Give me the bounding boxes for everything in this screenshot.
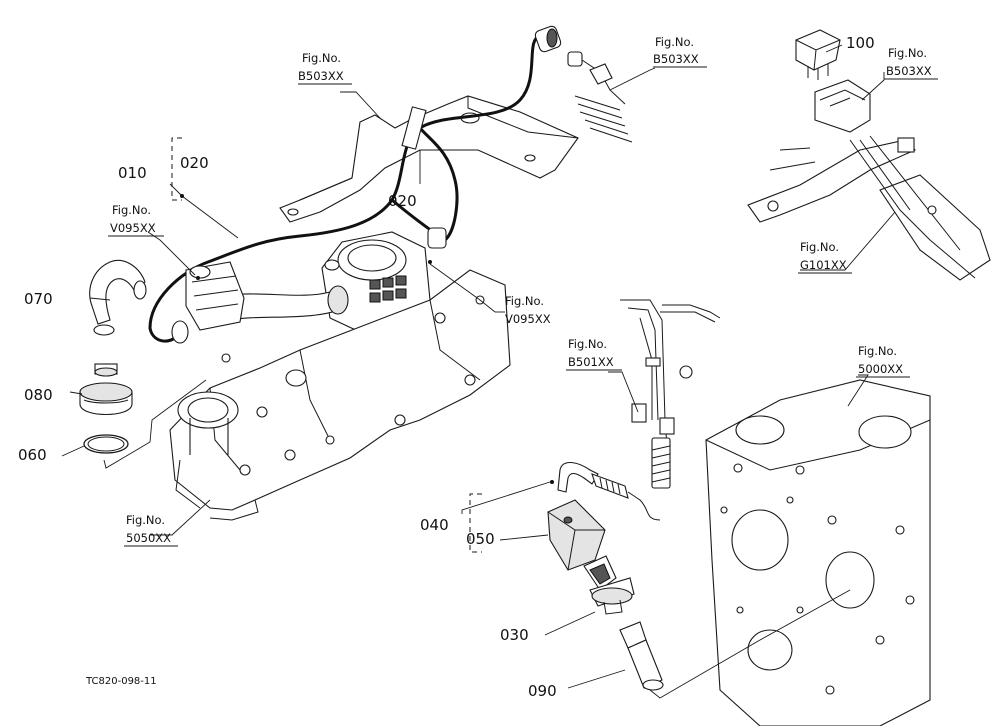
wire-harness [148, 25, 562, 344]
svg-text:Fig.No.: Fig.No. [126, 513, 165, 527]
figref-v095-center: Fig.No. V095XX [495, 294, 551, 326]
svg-text:B503XX: B503XX [886, 64, 932, 78]
callout-060: 060 [18, 446, 47, 464]
svg-text:B503XX: B503XX [653, 52, 699, 66]
o-ring-060 [83, 434, 129, 454]
figref-5000: Fig.No. 5000XX [856, 344, 910, 378]
gear-case [169, 269, 511, 521]
plug-080 [79, 363, 133, 415]
callout-020-center: 020 [388, 192, 417, 210]
svg-text:Fig.No.: Fig.No. [112, 203, 151, 217]
callout-020-left: 020 [180, 154, 209, 172]
callout-040: 040 [420, 516, 449, 534]
svg-text:Fig.No.: Fig.No. [302, 51, 341, 65]
connector-b503-mid [567, 51, 633, 143]
controller-unit [321, 231, 431, 333]
callout-030: 030 [500, 626, 529, 644]
relay-100 [795, 29, 841, 80]
callout-050: 050 [466, 530, 495, 548]
svg-text:Fig.No.: Fig.No. [800, 240, 839, 254]
figref-b503-top-mid: Fig.No. B503XX [653, 35, 707, 68]
sensor-030 [583, 555, 635, 615]
elbow-hose-070 [89, 260, 147, 336]
svg-text:Fig.No.: Fig.No. [655, 35, 694, 49]
svg-text:5050XX: 5050XX [126, 531, 171, 545]
svg-text:G101XX: G101XX [800, 258, 847, 272]
svg-text:Fig.No.: Fig.No. [888, 46, 927, 60]
bracket-010-020 [171, 137, 182, 201]
top-right-frame [747, 79, 991, 281]
drawing-code: TC820-098-11 [85, 676, 157, 687]
leader-lines [61, 44, 896, 699]
svg-text:V095XX: V095XX [110, 221, 156, 235]
figref-v095-left: Fig.No. V095XX [108, 203, 164, 237]
figref-g101: Fig.No. G101XX [798, 240, 852, 274]
callout-070: 070 [24, 290, 53, 308]
bracket-040-050 [469, 493, 482, 553]
svg-text:B501XX: B501XX [568, 355, 614, 369]
sensor-cable-050 [557, 461, 661, 521]
figref-b503-top-center: Fig.No. B503XX [298, 51, 352, 85]
svg-text:Fig.No.: Fig.No. [858, 344, 897, 358]
svg-text:B503XX: B503XX [298, 69, 344, 83]
harness-bracket [279, 95, 579, 223]
figref-5050: Fig.No. 5050XX [124, 513, 178, 547]
callout-010: 010 [118, 164, 147, 182]
callout-090: 090 [528, 682, 557, 700]
sensor-harness [620, 299, 721, 489]
engine-block [705, 379, 931, 726]
callout-080: 080 [24, 386, 53, 404]
callout-100: 100 [846, 34, 875, 52]
hose-assembly [185, 261, 349, 331]
svg-text:5000XX: 5000XX [858, 362, 903, 376]
svg-text:Fig.No.: Fig.No. [505, 294, 544, 308]
assembly-bracket-line [103, 379, 207, 469]
figref-b501: Fig.No. B501XX [566, 337, 622, 371]
svg-text:Fig.No.: Fig.No. [568, 337, 607, 351]
figref-b503-top-right: Fig.No. B503XX [884, 46, 938, 80]
svg-text:V095XX: V095XX [505, 312, 551, 326]
cap-050 [547, 499, 606, 571]
adapter-090 [619, 621, 664, 691]
